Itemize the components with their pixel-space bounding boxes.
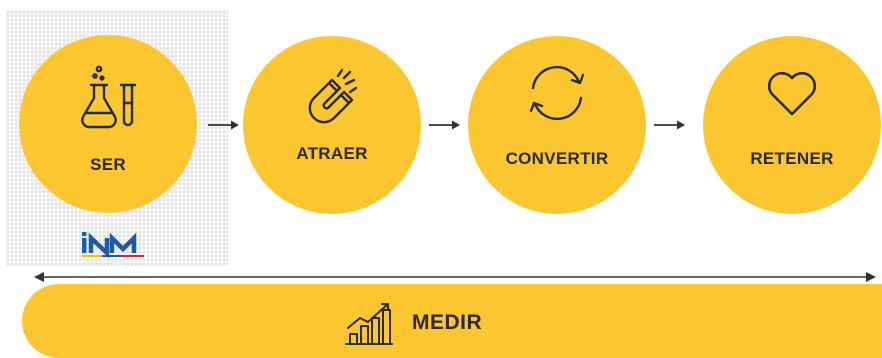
measure-bar [22,284,882,358]
stage-label: CONVERTIR [505,149,609,168]
stage-convertir: CONVERTIR [468,36,646,214]
measure-label: MEDIR [412,311,483,334]
flow-arrow [429,120,460,130]
heart-icon [767,71,817,116]
stage-atraer: ATRAER [243,36,421,214]
flask-test-tube-icon [81,65,137,129]
magnet-icon [308,68,358,124]
flow-arrow [654,120,685,130]
stage-label: RETENER [750,149,834,168]
growth-chart-icon [345,303,393,345]
refresh-cycle-icon [529,65,585,121]
inm-logo [82,232,144,258]
stage-ser: SER [19,35,197,213]
flow-arrow [208,120,239,130]
measurement-span-line [34,272,876,282]
stage-label: ATRAER [296,144,368,163]
stage-label: SER [90,155,126,174]
stage-retener: RETENER [703,36,881,214]
